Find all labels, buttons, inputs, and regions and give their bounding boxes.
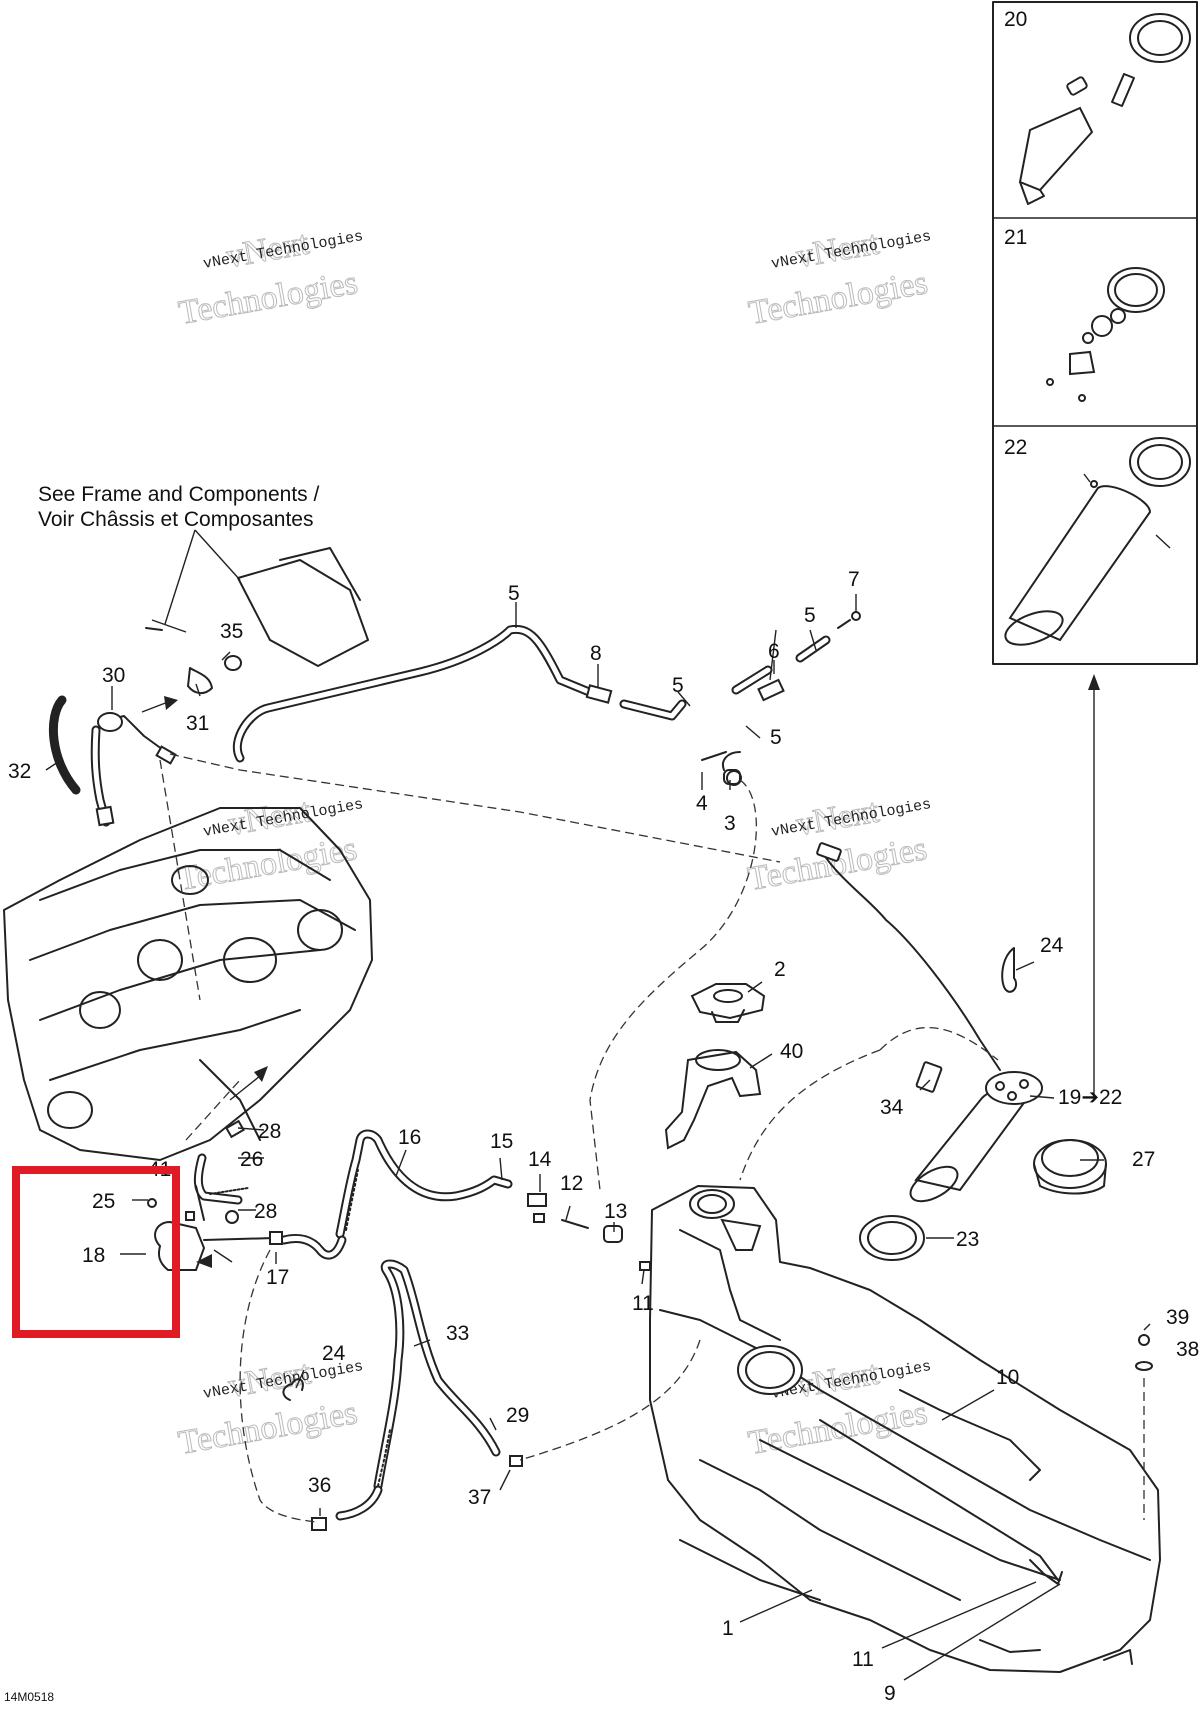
callout-5a: 5 xyxy=(508,582,520,605)
svg-text:Technologies: Technologies xyxy=(746,264,930,332)
callout-9: 9 xyxy=(884,1682,896,1705)
callout-12: 12 xyxy=(560,1172,583,1195)
assembly-dashed-lines xyxy=(159,753,999,1523)
callout-7: 7 xyxy=(848,568,860,591)
callout-8: 8 xyxy=(590,642,602,665)
callout-32: 32 xyxy=(8,760,31,783)
callout-5d: 5 xyxy=(804,604,816,627)
reference-arrows xyxy=(141,674,1100,1268)
callout-39: 39 xyxy=(1166,1306,1189,1329)
gasket-illustration xyxy=(859,1215,925,1261)
fuel-cap-illustration xyxy=(690,983,766,1023)
callout-18: 18 xyxy=(82,1244,105,1267)
callout-5c: 5 xyxy=(770,726,782,749)
callout-38: 38 xyxy=(1176,1338,1199,1361)
callout-11b: 11 xyxy=(852,1648,874,1671)
see-frame-note-line2: Voir Châssis et Composantes xyxy=(38,508,314,531)
watermark-bottom-left: vNext vNext Technologies Technologies xyxy=(175,1354,364,1463)
watermark-top-left: vNext vNext Technologies Technologies xyxy=(175,224,364,332)
svg-text:Technologies: Technologies xyxy=(746,1394,930,1462)
pump-sleeve-illustration xyxy=(1004,437,1191,646)
callout-21: 21 xyxy=(1004,226,1027,249)
callout-36: 36 xyxy=(308,1474,331,1497)
callout-labels: 1 2 3 4 5 5 5 5 6 7 8 9 10 11 11 12 13 1… xyxy=(8,8,1199,1705)
callout-26: 26 xyxy=(240,1148,263,1171)
frame-bracket-illustration xyxy=(145,529,369,694)
see-frame-note: See Frame and Components / Voir Châssis … xyxy=(38,482,319,532)
callout-13: 13 xyxy=(604,1200,627,1223)
callout-2: 2 xyxy=(774,958,786,981)
callout-34: 34 xyxy=(880,1096,904,1119)
callout-27: 27 xyxy=(1132,1148,1155,1171)
watermark-mid-right: vNext vNext Technologies Technologies xyxy=(745,792,933,899)
svg-text:Technologies: Technologies xyxy=(176,264,360,332)
callout-19-22: 19➔22 xyxy=(1058,1086,1122,1109)
engine-block-illustration xyxy=(3,807,373,1161)
fuel-line-30-assembly xyxy=(48,695,177,827)
callout-10: 10 xyxy=(996,1366,1019,1389)
inset-panels xyxy=(992,1,1198,665)
watermark-top-right: vNext vNext Technologies Technologies xyxy=(745,224,932,332)
callout-4: 4 xyxy=(696,792,708,815)
callout-17: 17 xyxy=(266,1266,289,1289)
fuel-line-33-assembly xyxy=(282,1259,523,1531)
callout-22: 22 xyxy=(1004,436,1027,459)
drain-bolt-illustration xyxy=(1135,1334,1153,1520)
callout-1: 1 xyxy=(722,1617,734,1640)
svg-text:Technologies: Technologies xyxy=(176,1394,360,1462)
sender-plug-illustration xyxy=(915,1061,943,1093)
callout-20: 20 xyxy=(1004,8,1027,31)
highlight-box xyxy=(12,1166,180,1338)
callout-40: 40 xyxy=(780,1040,803,1063)
lock-ring-illustration xyxy=(1033,1139,1107,1195)
regulator-orings-illustration xyxy=(1046,267,1165,402)
callout-31: 31 xyxy=(186,712,209,735)
callout-16: 16 xyxy=(398,1126,421,1149)
callout-3: 3 xyxy=(724,812,736,835)
callout-5b: 5 xyxy=(672,674,684,697)
callout-35: 35 xyxy=(220,620,243,643)
callout-24b: 24 xyxy=(322,1342,346,1365)
fuel-filter-18-assembly xyxy=(147,1119,283,1271)
callout-29: 29 xyxy=(506,1404,529,1427)
cap-support-illustration xyxy=(664,1049,762,1150)
callout-28b: 28 xyxy=(254,1200,277,1223)
leader-lines xyxy=(45,594,1151,1681)
vent-hose-assembly xyxy=(232,611,861,786)
callout-25: 25 xyxy=(92,1190,115,1213)
callout-28a: 28 xyxy=(258,1120,281,1143)
fuel-pump-module-illustration xyxy=(816,842,1043,1203)
callout-11a: 11 xyxy=(632,1292,654,1315)
callout-30: 30 xyxy=(102,664,125,687)
callout-24a: 24 xyxy=(1040,934,1064,957)
callout-14: 14 xyxy=(528,1148,552,1171)
callout-6: 6 xyxy=(768,640,780,663)
callout-33: 33 xyxy=(446,1322,469,1345)
fuel-line-16-assembly xyxy=(279,1129,651,1271)
callout-23: 23 xyxy=(956,1228,979,1251)
figure-code: 14M0518 xyxy=(4,1690,55,1704)
fuel-tank-illustration xyxy=(649,1185,1161,1673)
fuel-pump-illustration xyxy=(1018,13,1191,205)
see-frame-note-line1: See Frame and Components / xyxy=(38,483,320,506)
callout-15: 15 xyxy=(490,1130,513,1153)
callout-37: 37 xyxy=(468,1486,491,1509)
